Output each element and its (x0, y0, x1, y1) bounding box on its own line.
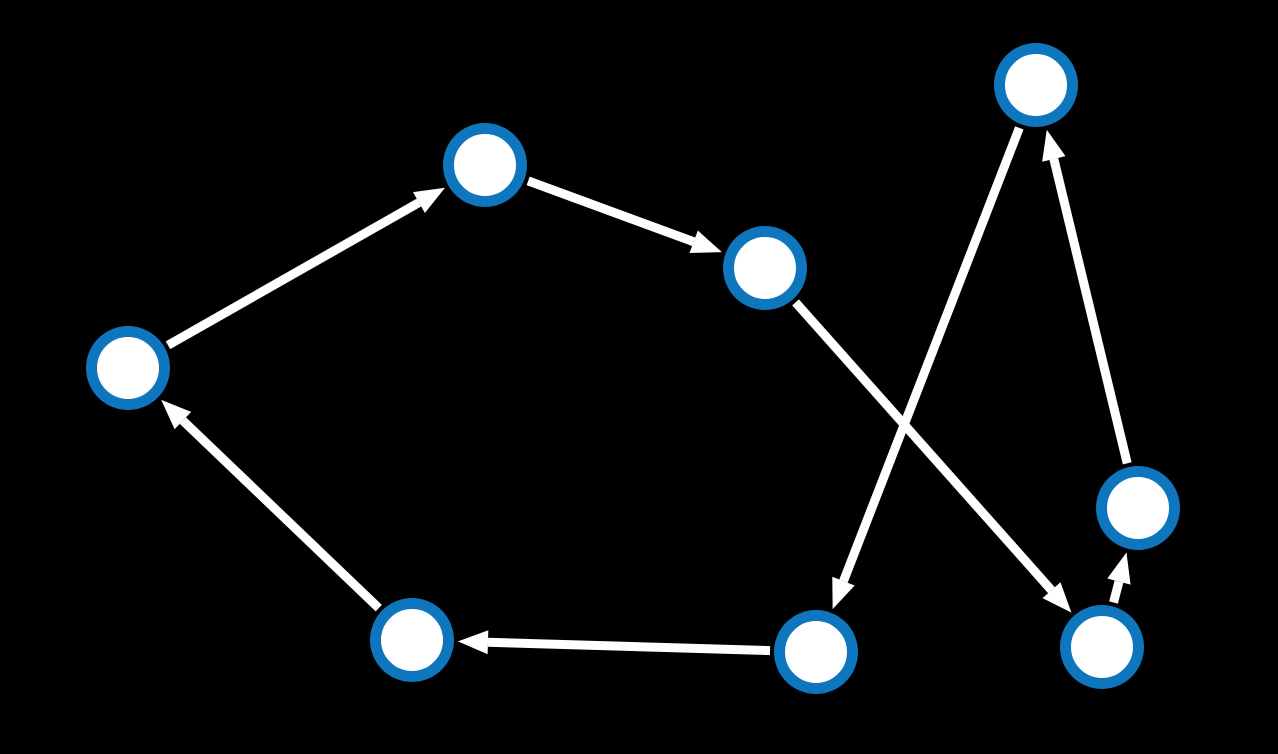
edge-line (526, 176, 696, 246)
node-layer (86, 43, 1180, 694)
edge-bottom-middle-to-bottom-left[interactable] (457, 630, 771, 656)
node-right[interactable] (1096, 466, 1180, 550)
edge-bottom-left-to-left[interactable] (161, 399, 382, 612)
node-circle (86, 326, 170, 410)
arrowhead-icon (413, 187, 446, 213)
node-circle (1060, 605, 1144, 689)
node-circle (994, 43, 1078, 127)
node-bottom-right[interactable] (1060, 605, 1144, 689)
edge-top-left-to-upper-middle[interactable] (526, 176, 722, 254)
node-circle (1096, 466, 1180, 550)
node-top-right[interactable] (994, 43, 1078, 127)
arrowhead-icon (832, 576, 855, 610)
arrowhead-icon (1042, 129, 1066, 162)
edge-layer (161, 126, 1132, 656)
edge-top-right-to-bottom-middle[interactable] (832, 126, 1024, 610)
node-left[interactable] (86, 326, 170, 410)
edge-line (179, 417, 382, 612)
edge-line (1109, 580, 1124, 604)
edge-line (792, 299, 1055, 594)
arrowhead-icon (1107, 552, 1131, 585)
edge-bottom-right-to-right[interactable] (1107, 552, 1131, 604)
node-upper-middle[interactable] (723, 226, 807, 310)
edge-line (839, 126, 1024, 583)
arrowhead-icon (1042, 582, 1072, 613)
arrowhead-icon (457, 630, 489, 655)
arrowhead-icon (161, 399, 192, 430)
edge-line (487, 637, 771, 656)
edge-upper-middle-to-bottom-right[interactable] (792, 299, 1072, 613)
edge-right-to-top-right[interactable] (1042, 129, 1132, 465)
node-circle (723, 226, 807, 310)
arrowhead-icon (689, 230, 722, 254)
node-top-left[interactable] (443, 123, 527, 207)
node-circle (774, 610, 858, 694)
node-circle (370, 598, 454, 682)
node-circle (443, 123, 527, 207)
edge-line (1049, 157, 1132, 465)
edge-left-to-top-left[interactable] (165, 187, 446, 350)
node-bottom-left[interactable] (370, 598, 454, 682)
edge-line (165, 198, 422, 350)
node-bottom-middle[interactable] (774, 610, 858, 694)
